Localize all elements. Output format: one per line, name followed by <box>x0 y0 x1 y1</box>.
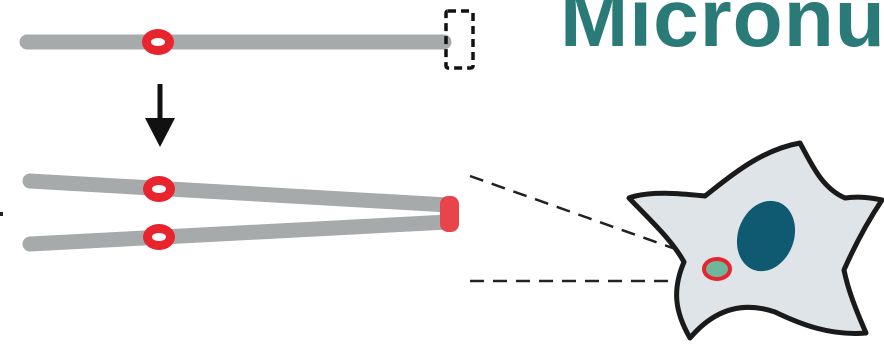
fused-chromatids <box>0 173 459 252</box>
chromatid-upper <box>22 173 456 213</box>
fused-end <box>440 196 459 232</box>
chromatid-lower <box>22 214 456 252</box>
left-edge-mark <box>0 212 3 216</box>
arrow-down-icon <box>145 84 175 147</box>
centromere-lower-hole <box>152 233 166 241</box>
centromere-top-hole <box>151 38 165 46</box>
micronucleus <box>702 257 732 281</box>
title-text: Micronu <box>560 0 884 64</box>
chromosome-top <box>19 9 475 70</box>
cell-icon <box>626 140 884 341</box>
missing-telomere-box <box>444 9 475 70</box>
nucleus <box>736 200 796 272</box>
centromere-upper-hole <box>152 185 166 193</box>
